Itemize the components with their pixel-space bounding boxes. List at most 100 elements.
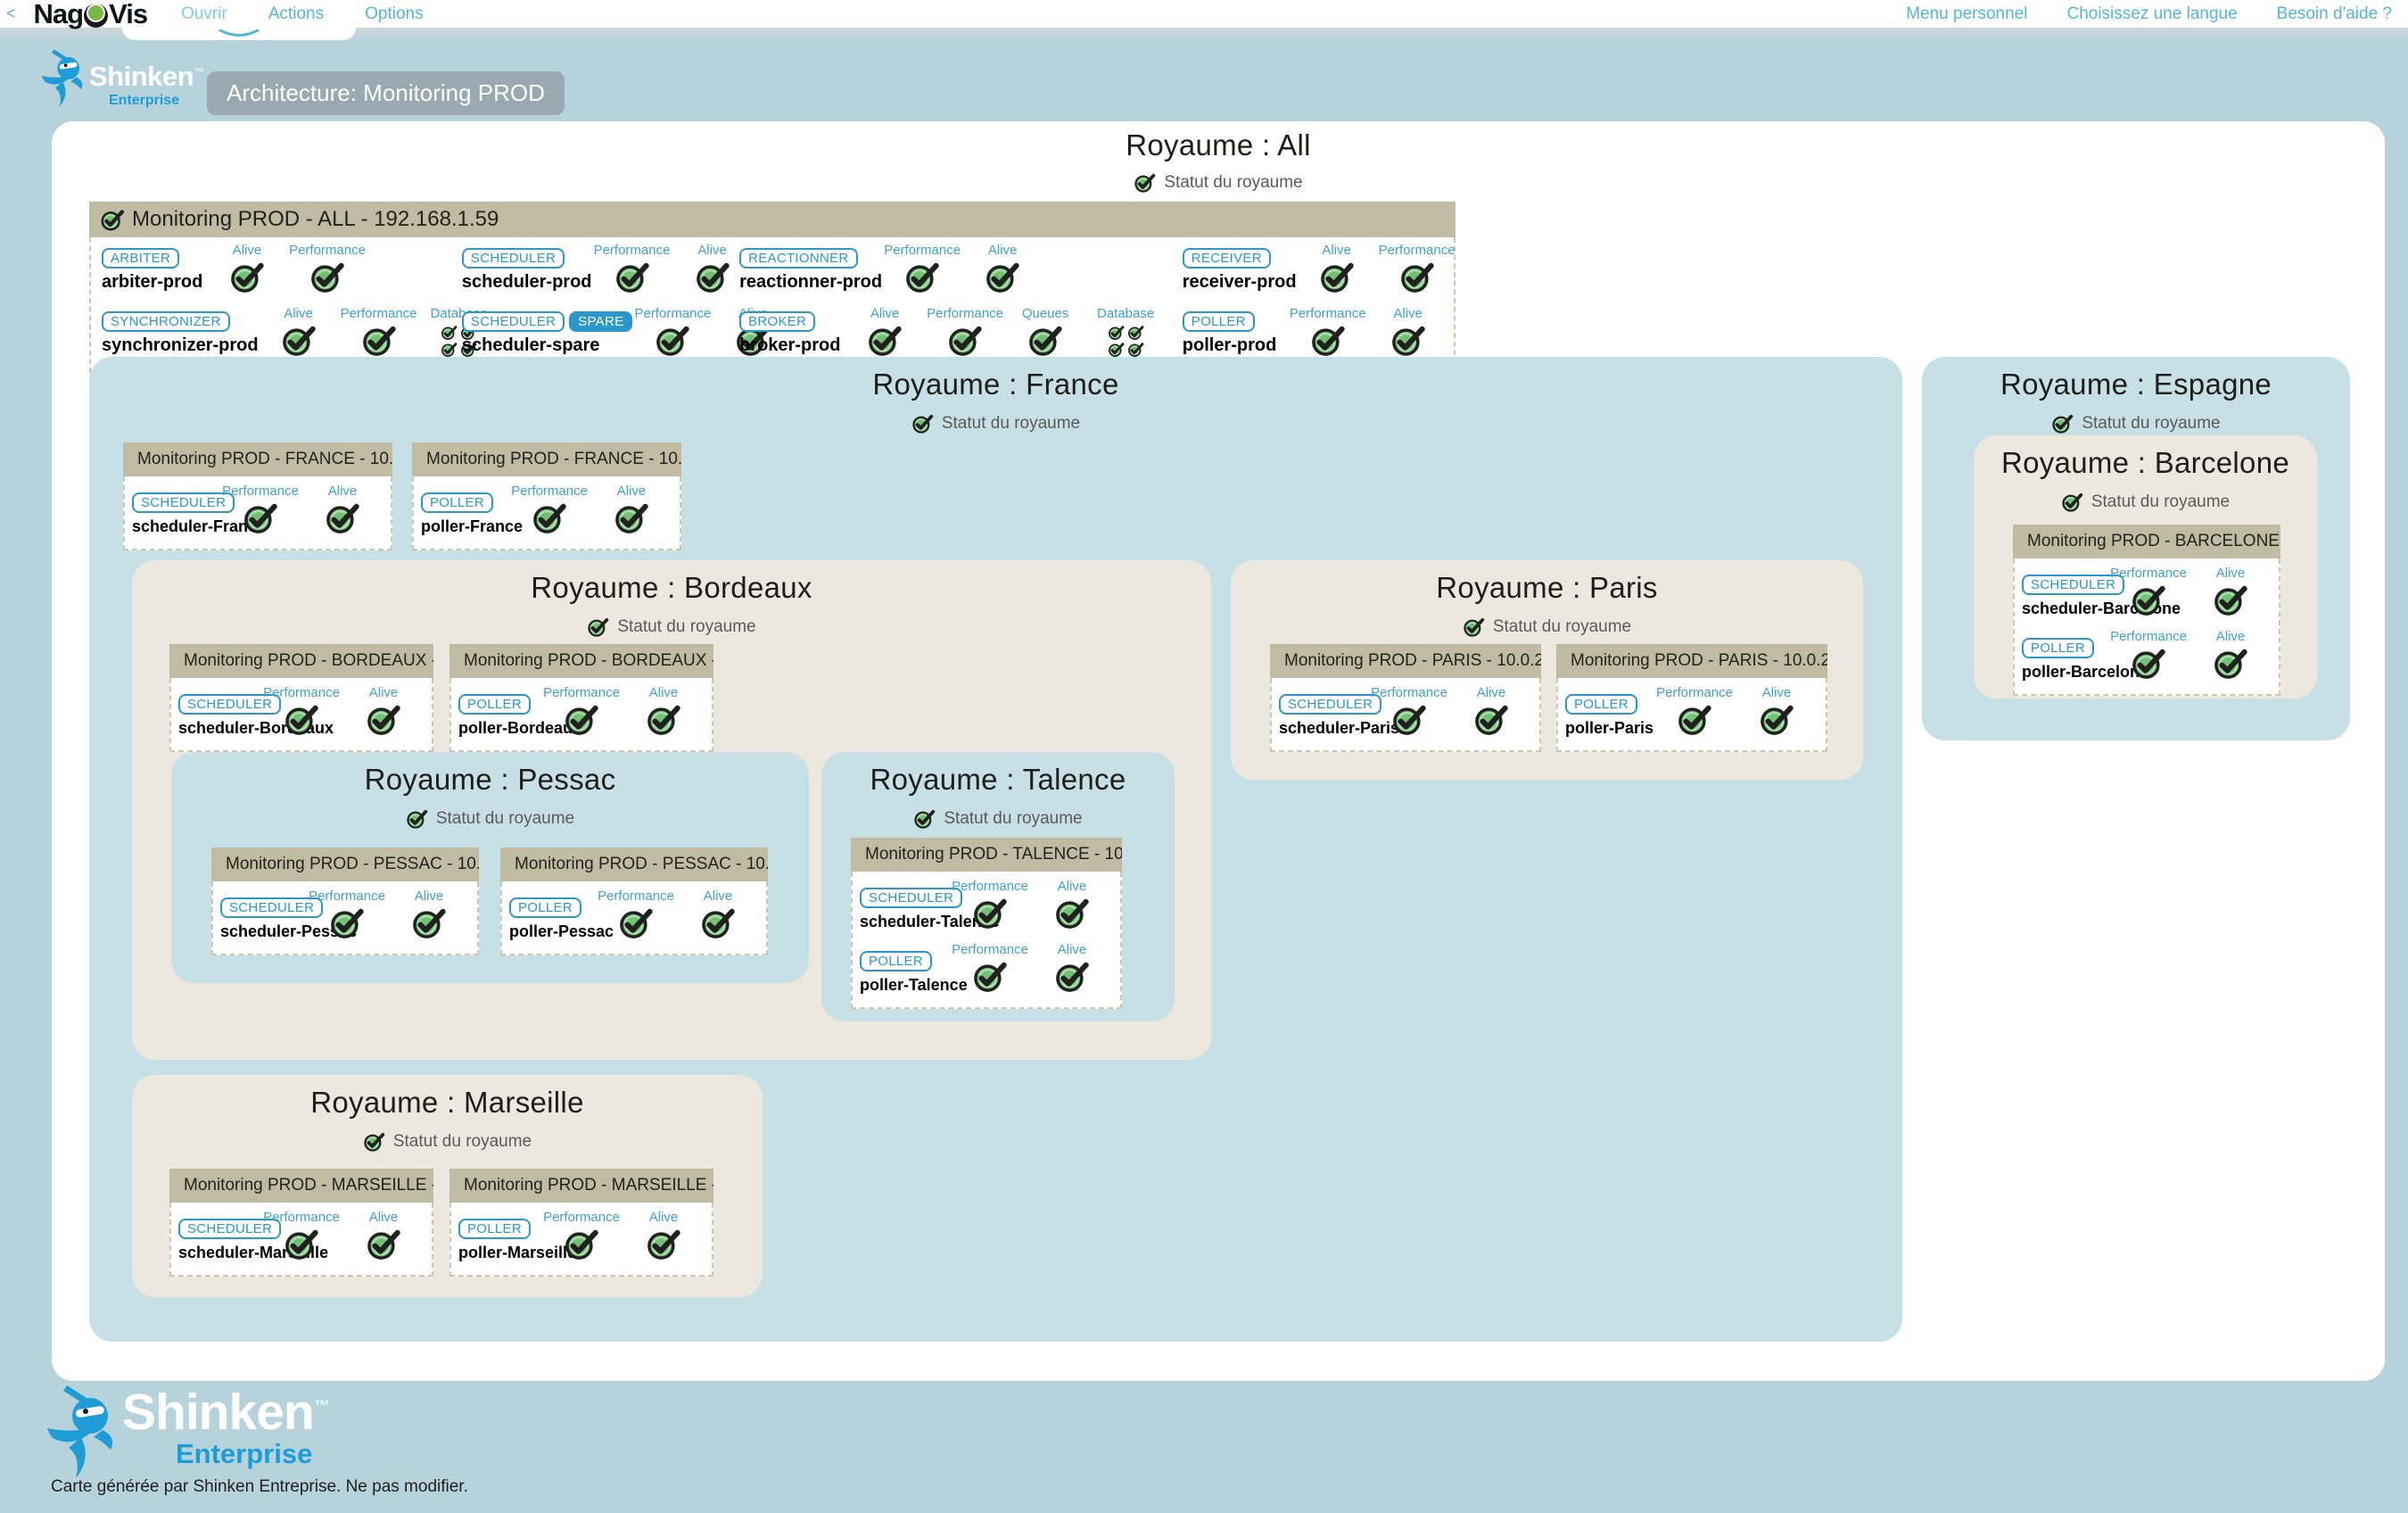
status-ok-check-icon[interactable]	[1473, 701, 1509, 737]
status-ok-check-icon[interactable]	[361, 322, 397, 358]
monitor-node-header[interactable]: Monitoring PROD - MARSEILLE - ...	[169, 1169, 433, 1203]
status-ok-check-icon[interactable]	[985, 259, 1020, 294]
status-ok-check-icon[interactable]	[564, 1226, 599, 1261]
status-ok-check-icon[interactable]	[411, 905, 447, 940]
status-ok-check-icon[interactable]	[911, 412, 934, 434]
monitor-node-title: Monitoring PROD - PESSAC - 10.0...	[226, 855, 479, 873]
status-ok-check-icon[interactable]	[646, 701, 681, 737]
menu-ouvrir[interactable]: Ouvrir	[181, 4, 227, 23]
status-ok-check-icon[interactable]	[1054, 895, 1090, 930]
check-alive: Alive	[2189, 564, 2272, 622]
status-ok-check-icon[interactable]	[406, 807, 428, 830]
status-ok-check-icon[interactable]	[243, 500, 278, 535]
status-ok-check-icon[interactable]	[2131, 645, 2166, 681]
monitor-node-header[interactable]: Monitoring PROD - BORDEAUX - ...	[169, 644, 433, 678]
status-ok-check-icon[interactable]	[366, 701, 401, 737]
status-ok-check-icon[interactable]	[441, 324, 458, 341]
check-performance: Performance	[882, 241, 962, 299]
status-ok-check-icon[interactable]	[2213, 645, 2248, 681]
status-ok-check-icon[interactable]	[972, 895, 1008, 930]
status-ok-check-icon[interactable]	[618, 905, 654, 940]
check-alive: Alive	[259, 304, 339, 362]
status-ok-check-icon[interactable]	[1054, 958, 1090, 994]
status-ok-check-icon[interactable]	[646, 1226, 681, 1261]
menu-aide[interactable]: Besoin d'aide ?	[2276, 4, 2392, 23]
monitor-node-header[interactable]: Monitoring PROD - MARSEILLE - ...	[449, 1169, 713, 1203]
monitor-node-header[interactable]: Monitoring PROD - PESSAC - 10.0...	[500, 847, 768, 881]
status-ok-check-icon[interactable]	[1399, 259, 1435, 294]
status-ok-check-icon[interactable]	[1390, 322, 1426, 358]
monitor-node-header[interactable]: Monitoring PROD - TALENCE - 10...	[851, 838, 1122, 872]
status-ok-check-icon[interactable]	[1319, 259, 1355, 294]
status-ok-check-icon[interactable]	[1391, 701, 1427, 737]
realm-title: Royaume : Espagne	[2000, 368, 2272, 401]
realm-status-label: Statut du royaume	[435, 808, 575, 828]
status-ok-check-icon[interactable]	[1127, 341, 1144, 358]
monitor-node-header[interactable]: Monitoring PROD - PARIS - 10.0.2.2	[1556, 644, 1827, 678]
role-badge: SCHEDULER	[1279, 694, 1382, 715]
check-label: Performance	[2110, 629, 2187, 644]
check-performance: Performance	[949, 940, 1031, 998]
status-ok-check-icon[interactable]	[655, 322, 690, 358]
status-ok-check-icon[interactable]	[460, 341, 477, 358]
status-ok-check-icon[interactable]	[2131, 582, 2166, 617]
status-ok-check-icon[interactable]	[614, 500, 649, 535]
status-ok-check-icon[interactable]	[1127, 324, 1144, 341]
status-ok-check-icon[interactable]	[1677, 701, 1712, 737]
status-ok-check-icon[interactable]	[2051, 412, 2074, 434]
status-ok-check-icon[interactable]	[1108, 324, 1125, 341]
nagvis-logo[interactable]: Nag Vis	[34, 0, 149, 30]
status-ok-check-icon[interactable]	[284, 1226, 319, 1261]
service-name: scheduler-prod	[461, 272, 592, 292]
status-ok-check-icon[interactable]	[441, 341, 458, 358]
service-name: scheduler-Marseille	[178, 1244, 329, 1261]
status-ok-check-icon[interactable]	[532, 500, 567, 535]
menu-actions[interactable]: Actions	[268, 4, 325, 23]
status-ok-check-icon[interactable]	[2213, 582, 2248, 617]
service-name: receiver-prod	[1182, 272, 1297, 292]
status-ok-check-icon[interactable]	[1310, 322, 1346, 358]
status-ok-check-icon[interactable]	[2061, 491, 2083, 513]
menu-personnel[interactable]: Menu personnel	[1906, 4, 2028, 23]
status-ok-check-icon[interactable]	[309, 259, 345, 294]
role-badges: POLLER	[458, 694, 540, 715]
monitor-node-header[interactable]: Monitoring PROD - PARIS - 10.0.2.1	[1270, 644, 1541, 678]
status-ok-check-icon[interactable]	[614, 259, 650, 294]
status-ok-check-icon[interactable]	[587, 616, 609, 638]
status-ok-check-icon[interactable]	[1108, 341, 1125, 358]
menu-options[interactable]: Options	[365, 4, 424, 23]
status-ok-check-icon[interactable]	[100, 207, 125, 232]
status-ok-check-icon[interactable]	[284, 701, 319, 737]
status-ok-check-icon[interactable]	[229, 259, 265, 294]
monitor-node-header[interactable]: Monitoring PROD - PESSAC - 10.0...	[211, 847, 479, 881]
status-ok-check-icon[interactable]	[972, 958, 1008, 994]
status-ok-check-icon[interactable]	[325, 500, 360, 535]
realm-title: Royaume : France	[872, 368, 1119, 401]
menu-langue[interactable]: Choisissez une langue	[2066, 4, 2238, 23]
monitor-node-header[interactable]: Monitoring PROD - ALL - 192.168.1.59	[89, 202, 1456, 237]
status-ok-check-icon[interactable]	[363, 1130, 385, 1153]
status-ok-check-icon[interactable]	[1463, 616, 1485, 638]
status-ok-check-icon[interactable]	[1134, 171, 1156, 194]
status-ok-check-icon[interactable]	[867, 322, 903, 358]
status-ok-check-icon[interactable]	[329, 905, 365, 940]
status-ok-check-icon[interactable]	[1027, 322, 1063, 358]
monitor-node-header[interactable]: Monitoring PROD - BARCELONE -...	[2013, 525, 2280, 558]
status-ok-check-icon[interactable]	[947, 322, 983, 358]
status-ok-check-icon[interactable]	[700, 905, 736, 940]
status-ok-check-icon[interactable]	[1759, 701, 1794, 737]
back-arrow[interactable]: <	[6, 4, 16, 22]
service-name: scheduler-France	[132, 517, 267, 535]
status-ok-check-icon[interactable]	[695, 259, 730, 294]
status-ok-check-icon[interactable]	[913, 807, 936, 830]
status-ok-check-icon[interactable]	[366, 1226, 401, 1261]
monitor-node-header[interactable]: Monitoring PROD - FRANCE - 10....	[123, 442, 392, 476]
monitor-node-header[interactable]: Monitoring PROD - BORDEAUX - ...	[449, 644, 713, 678]
status-ok-check-icon[interactable]	[281, 322, 317, 358]
status-ok-check-icon[interactable]	[564, 701, 599, 737]
monitor-node-header[interactable]: Monitoring PROD - FRANCE - 10....	[412, 442, 681, 476]
status-ok-check-icon[interactable]	[904, 259, 940, 294]
